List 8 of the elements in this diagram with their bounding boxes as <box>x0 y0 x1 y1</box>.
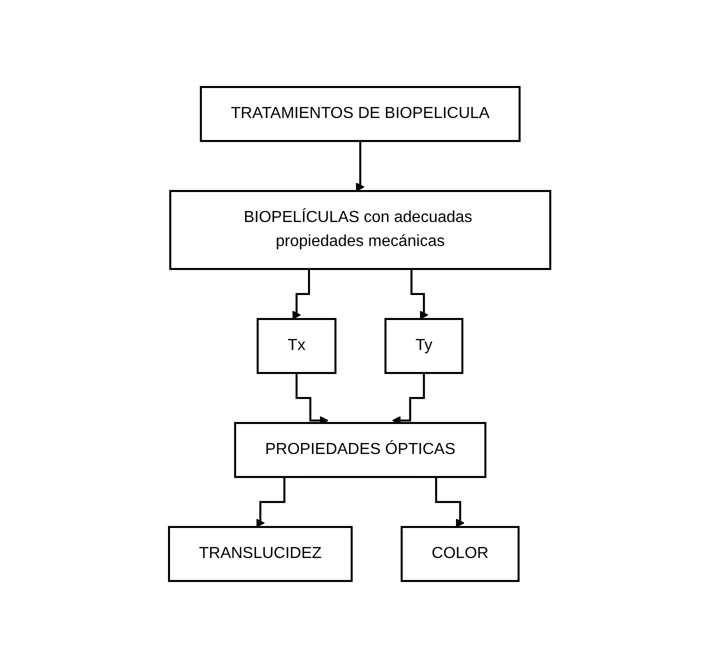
node-box: TRANSLUCIDEZ <box>168 525 353 582</box>
node-box: PROPIEDADES ÓPTICAS <box>234 422 486 478</box>
node-box: COLOR <box>400 525 520 582</box>
node-box: BIOPELÍCULAS con adecuadas propiedades mecánicas <box>169 190 552 270</box>
node-box: Ty <box>384 318 464 374</box>
node-box: Tx <box>256 318 336 374</box>
arrow <box>356 140 365 191</box>
node-box: TRATAMIENTOS DE BIOPELICULA <box>200 86 520 142</box>
